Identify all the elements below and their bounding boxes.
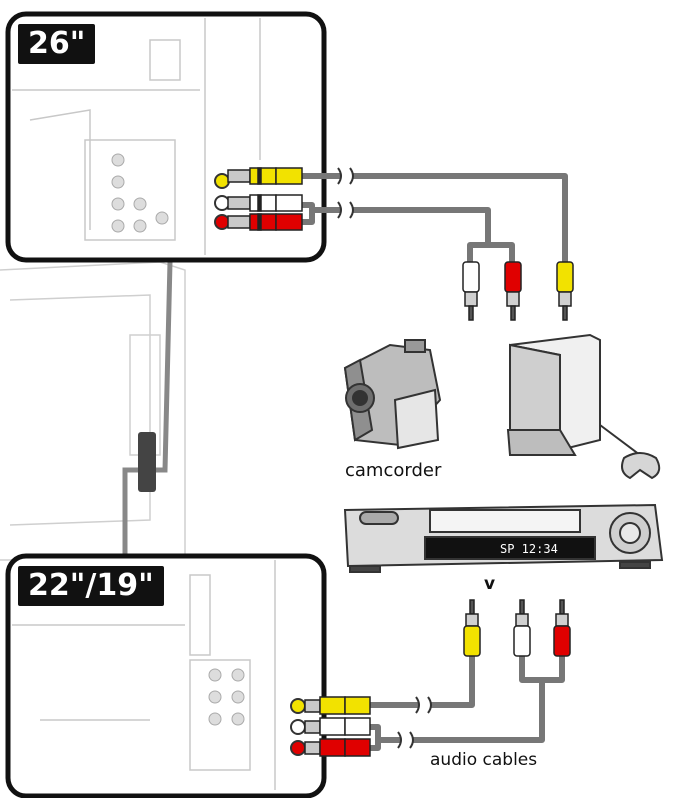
bottom-right-plugs	[463, 599, 571, 657]
panel-connector-cable	[122, 261, 173, 560]
top-panel-plugs	[227, 167, 303, 231]
bottom-cable-breaks	[397, 696, 432, 749]
bottom-panel-plugs	[304, 696, 371, 757]
top-cable-breaks	[337, 167, 354, 219]
vcr-icon	[343, 503, 664, 573]
v-label: v	[484, 574, 496, 594]
vcr-display-text: SP 12:34	[500, 542, 558, 556]
bottom-cables	[368, 655, 565, 751]
top-panel-size-badge: 26"	[18, 24, 96, 64]
bottom-panel-jacks	[290, 698, 306, 756]
panel-connector-plug	[138, 432, 156, 492]
bottom-tv-panel	[5, 553, 327, 798]
background-tv-outline	[0, 261, 186, 561]
camcorder-label: camcorder	[345, 460, 442, 481]
top-panel-jacks	[214, 173, 230, 230]
audio-cables-label: audio cables	[430, 750, 538, 770]
bottom-panel-size-badge: 22"/19"	[18, 566, 164, 606]
top-right-plugs	[462, 261, 574, 321]
game-console-icon	[506, 333, 661, 480]
top-cables	[300, 173, 568, 262]
camcorder-icon	[343, 339, 442, 450]
